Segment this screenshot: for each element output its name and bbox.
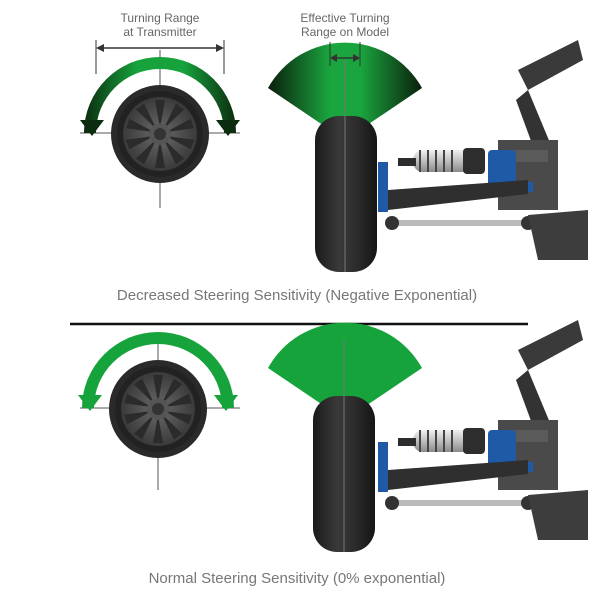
model-wheel-diagram-normal	[268, 319, 589, 552]
turning-range-arc	[84, 57, 236, 133]
turning-range-arc-normal	[82, 332, 234, 408]
label-model-line2: Range on Model	[301, 25, 389, 39]
label-transmitter-line2: at Transmitter	[123, 25, 196, 39]
arrow-left-icon	[78, 395, 102, 411]
bottom-caption: Normal Steering Sensitivity (0% exponent…	[149, 570, 446, 587]
arrow-right-icon	[214, 395, 238, 411]
top-caption: Decreased Steering Sensitivity (Negative…	[117, 287, 477, 304]
transmitter-wheel-icon	[111, 85, 209, 183]
top-panel: Turning Range at Transmitter Effective T…	[80, 11, 589, 304]
arrow-right-icon	[216, 120, 240, 136]
label-model-line1: Effective Turning	[300, 11, 389, 25]
effective-range-fan-normal	[268, 322, 422, 420]
model-wheel-diagram: Effective Turning Range on Model	[268, 11, 589, 272]
transmitter-wheel-icon	[109, 360, 207, 458]
label-transmitter-line1: Turning Range	[121, 11, 200, 25]
arrow-left-icon	[80, 120, 104, 136]
bottom-panel: Normal Steering Sensitivity (0% exponent…	[78, 319, 589, 587]
transmitter-wheel-diagram-normal	[78, 332, 240, 490]
transmitter-wheel-diagram: Turning Range at Transmitter	[80, 11, 240, 208]
model-tire-icon	[315, 116, 377, 272]
